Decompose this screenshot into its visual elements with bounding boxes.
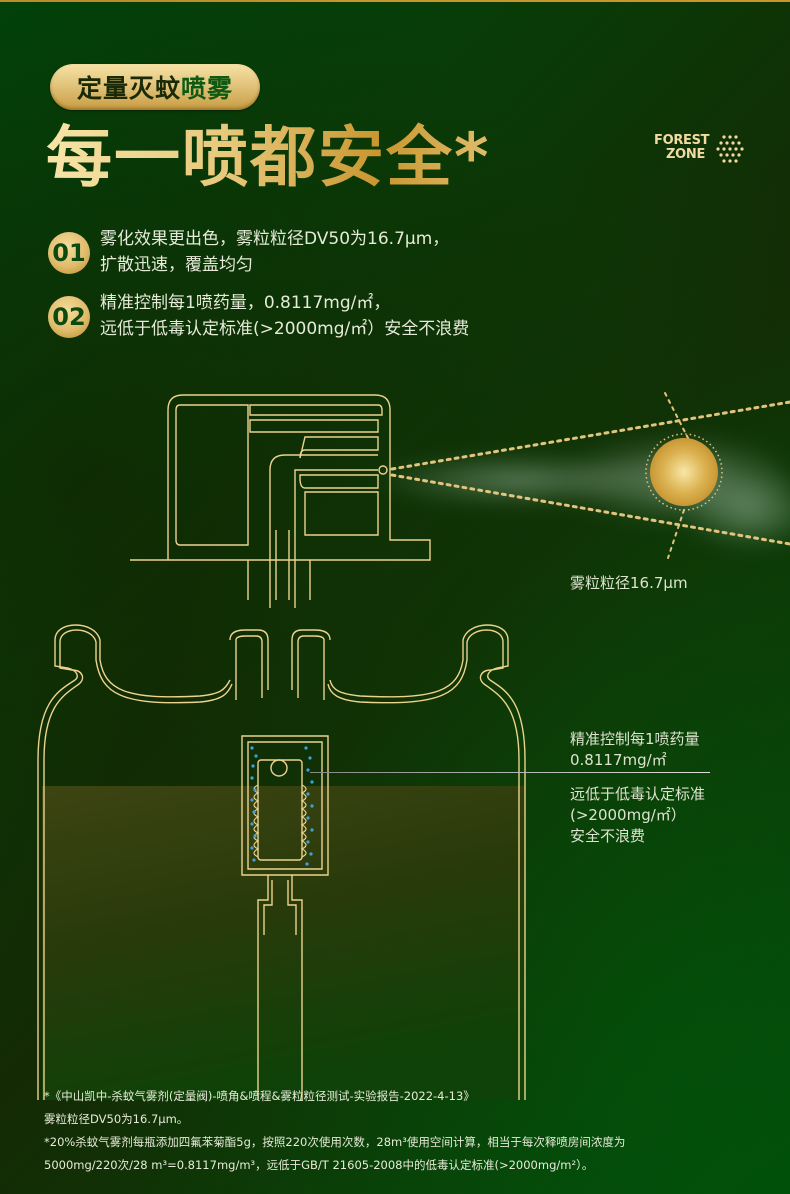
pill-label-part2: 喷雾 [181, 74, 234, 103]
category-pill: 定量灭蚊喷雾 [50, 64, 260, 110]
liquid-droplets [250, 746, 314, 866]
headline: 每一喷都安全* [46, 119, 491, 196]
pill-label-part1: 定量灭蚊 [76, 74, 181, 103]
brand-wordmark: FOREST ZONE [654, 133, 710, 162]
feature-text: 精准控制每1喷药量，0.8117mg/㎡， 远低于低毒认定标准(>2000mg/… [100, 290, 469, 342]
safety-label: 远低于低毒认定标准 (>2000mg/㎡） 安全不浪费 [570, 784, 705, 847]
callout-line [310, 772, 710, 773]
dose-label-line2: 0.8117mg/㎡ [570, 751, 667, 769]
spray-bottle-diagram [37, 392, 790, 1100]
valve-spring [253, 784, 307, 858]
feature-number-badge: 02 [48, 296, 90, 338]
honeycomb-dots-icon [716, 135, 744, 163]
dose-label-line1: 精准控制每1喷药量 [570, 730, 700, 748]
safety-label-line1: 远低于低毒认定标准 [570, 785, 706, 803]
safety-label-line3: 安全不浪费 [570, 827, 646, 845]
feature-line2: 远低于低毒认定标准(>2000mg/㎡）安全不浪费 [100, 319, 470, 339]
liquid-fill [42, 786, 525, 1100]
feature-line1: 雾化效果更出色，雾粒粒径DV50为16.7μm， [100, 229, 450, 249]
feature-line2: 扩散迅速，覆盖均匀 [100, 255, 253, 275]
safety-label-line2: (>2000mg/㎡） [570, 806, 686, 824]
brand-line1: FOREST [654, 133, 710, 148]
footnote-line: *《中山凯中-杀蚊气雾剂(定量阀)-喷角&喷程&雾粒粒径测试-实验报告-2022… [44, 1089, 475, 1103]
brand-logo: FOREST ZONE [654, 133, 745, 163]
footnote-line: 雾粒粒径DV50为16.7μm。 [44, 1112, 189, 1126]
dose-label: 精准控制每1喷药量 0.8117mg/㎡ [570, 729, 700, 771]
particle-sphere [650, 438, 718, 506]
brand-line2: ZONE [666, 147, 706, 162]
feature-line1: 精准控制每1喷药量，0.8117mg/㎡， [100, 293, 391, 313]
feature-item-01: 01 雾化效果更出色，雾粒粒径DV50为16.7μm， 扩散迅速，覆盖均匀 [48, 226, 449, 278]
feature-item-02: 02 精准控制每1喷药量，0.8117mg/㎡， 远低于低毒认定标准(>2000… [48, 290, 469, 342]
particle-size-label: 雾粒粒径16.7μm [570, 574, 688, 592]
footnote-line: *20%杀蚊气雾剂每瓶添加四氟苯菊酯5g，按照220次使用次数，28m³使用空间… [44, 1135, 626, 1149]
footnotes: *《中山凯中-杀蚊气雾剂(定量阀)-喷角&喷程&雾粒粒径测试-实验报告-2022… [44, 1085, 625, 1177]
feature-text: 雾化效果更出色，雾粒粒径DV50为16.7μm， 扩散迅速，覆盖均匀 [100, 226, 449, 278]
feature-number-badge: 01 [48, 232, 90, 274]
spray-cone-lines [390, 392, 790, 559]
footnote-line: 5000mg/220次/28 m³=0.8117mg/m³，远低于GB/T 21… [44, 1158, 594, 1172]
